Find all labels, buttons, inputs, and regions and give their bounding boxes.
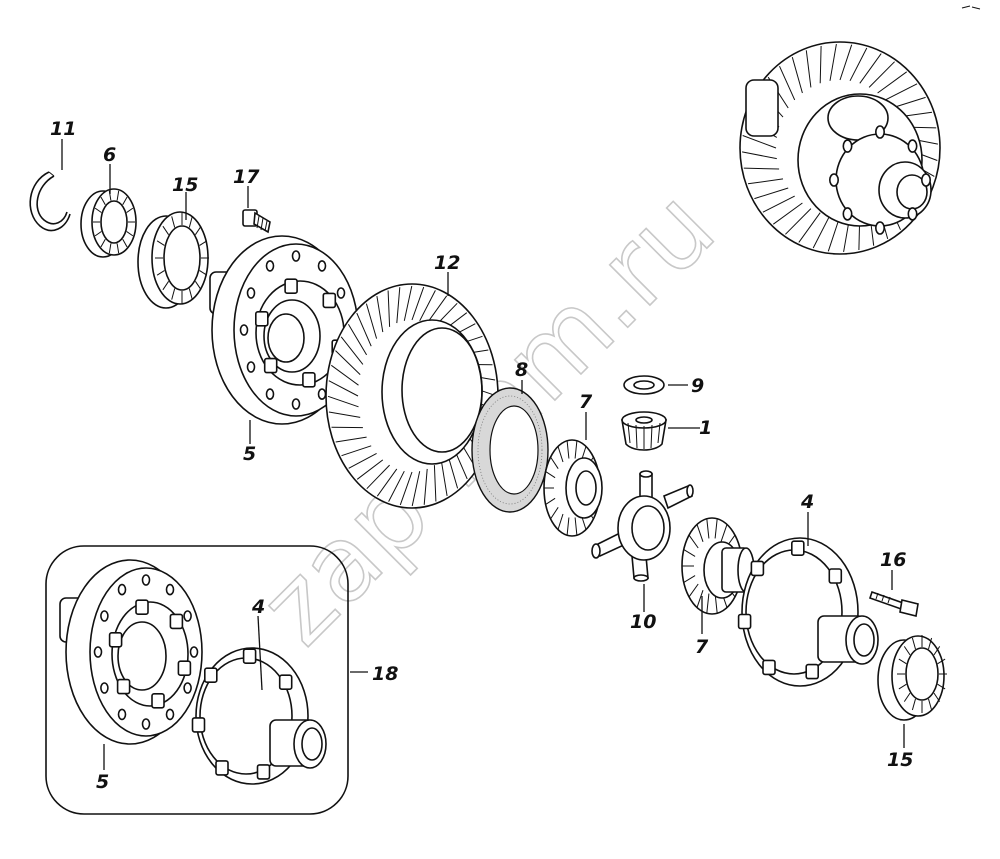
label-7-top: 7	[579, 391, 593, 413]
spider-cross-part-10	[592, 471, 693, 581]
tapered-bearing-part-15-bottom	[878, 635, 947, 720]
bearing-race-part-6	[81, 189, 136, 257]
inset-case-half-part-5	[60, 560, 202, 744]
thrust-washer-part-8	[472, 388, 548, 512]
case-half-part-4-right	[739, 538, 878, 686]
label-8: 8	[515, 359, 528, 381]
washer-part-9	[624, 376, 664, 394]
inset-case-half-part-4	[193, 648, 327, 784]
label-11: 11	[50, 118, 76, 140]
snap-ring-part-11	[30, 172, 70, 230]
label-1: 1	[699, 417, 712, 439]
label-10: 10	[630, 611, 656, 633]
corner-mark	[962, 6, 980, 9]
bolt-part-17	[243, 210, 270, 232]
label-5-top: 5	[243, 443, 256, 465]
label-6: 6	[103, 144, 116, 166]
label-5-inset: 5	[96, 771, 109, 793]
tapered-bearing-part-15-top	[138, 212, 209, 308]
assembled-differential	[740, 42, 940, 254]
pinion-gear-part-1	[622, 412, 666, 450]
label-4-right: 4	[800, 491, 814, 513]
label-17: 17	[233, 166, 260, 188]
label-16: 16	[880, 549, 906, 571]
label-18: 18	[372, 663, 398, 685]
label-7-bottom: 7	[695, 636, 709, 658]
ring-gear-part-12	[326, 284, 498, 508]
side-gear-part-7-upper	[544, 440, 602, 536]
bolt-part-16	[870, 592, 918, 616]
label-9: 9	[691, 375, 704, 397]
label-12: 12	[434, 252, 460, 274]
label-15-top: 15	[172, 174, 198, 196]
label-15-bottom: 15	[887, 749, 913, 771]
label-4-inset: 4	[251, 596, 265, 618]
